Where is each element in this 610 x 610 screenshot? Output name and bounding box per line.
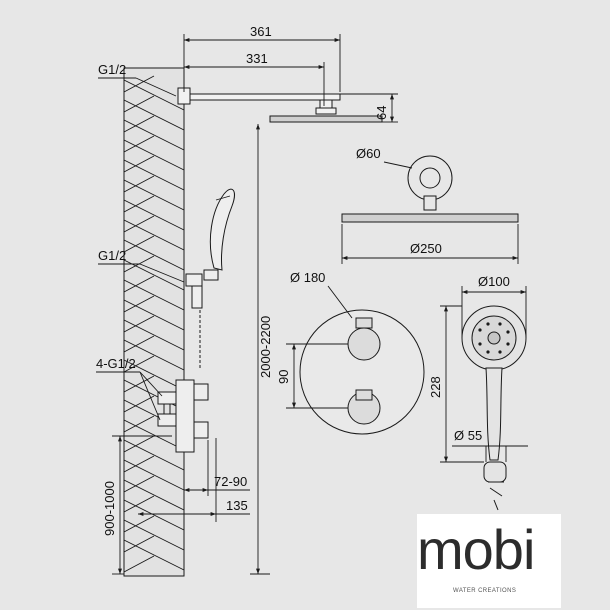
- wall-section: [123, 67, 185, 577]
- dim-361: [183, 34, 341, 92]
- hand-shower-side: [185, 188, 235, 368]
- g12-mid-label: G1/2: [98, 248, 126, 263]
- rain-shower-head-side: [269, 115, 383, 123]
- dim-228-label: 228: [428, 376, 443, 398]
- dim-100: [461, 286, 527, 338]
- g12-top-label: G1/2: [98, 62, 126, 77]
- dim-72-90-label: 72-90: [214, 474, 247, 489]
- dim-331-label: 331: [246, 51, 268, 66]
- dim-135-label: 135: [226, 498, 248, 513]
- dim-900-1000-label: 900-1000: [102, 481, 117, 536]
- brand-logo-tagline: WATER CREATIONS: [453, 588, 517, 594]
- dim-361-label: 361: [250, 24, 272, 39]
- dim-135: [138, 438, 250, 522]
- dim-90: [286, 343, 348, 409]
- dim-72-90: [183, 440, 250, 520]
- mixer-front-view: [299, 309, 425, 435]
- dim-900-1000: [112, 435, 172, 575]
- dim-64: [332, 93, 398, 123]
- shower-arm: [177, 87, 341, 115]
- hand-shower-front: [461, 305, 527, 511]
- dim-250-label: Ø250: [410, 241, 442, 256]
- leader-4-g12: [96, 371, 163, 421]
- flange-top-view: [383, 155, 453, 211]
- dim-100-label: Ø100: [478, 274, 510, 289]
- brand-logo-word: mobi: [417, 518, 535, 581]
- dim-228: [440, 305, 484, 463]
- dim-60-label: Ø60: [356, 146, 381, 161]
- dim-55: [452, 445, 528, 462]
- dim-55-label: Ø 55: [454, 428, 482, 443]
- dim-90-label: 90: [276, 370, 291, 384]
- dim-2000-2200-label: 2000-2200: [258, 316, 273, 378]
- dim-180-label: Ø 180: [290, 270, 325, 285]
- valve-body-side: [157, 379, 209, 453]
- dim-331: [184, 62, 325, 106]
- dim-250: [341, 224, 519, 264]
- rain-shower-head-front: [341, 213, 519, 223]
- dim-64-label: 64: [374, 106, 389, 120]
- leader-180: [327, 285, 353, 319]
- dim-2000-2200: [250, 124, 270, 575]
- brand-logo: mobi WATER CREATIONS: [417, 514, 561, 608]
- leader-g12-mid: [98, 263, 185, 283]
- leader-g12-top: [98, 77, 177, 97]
- g12-four-label: 4-G1/2: [96, 356, 136, 371]
